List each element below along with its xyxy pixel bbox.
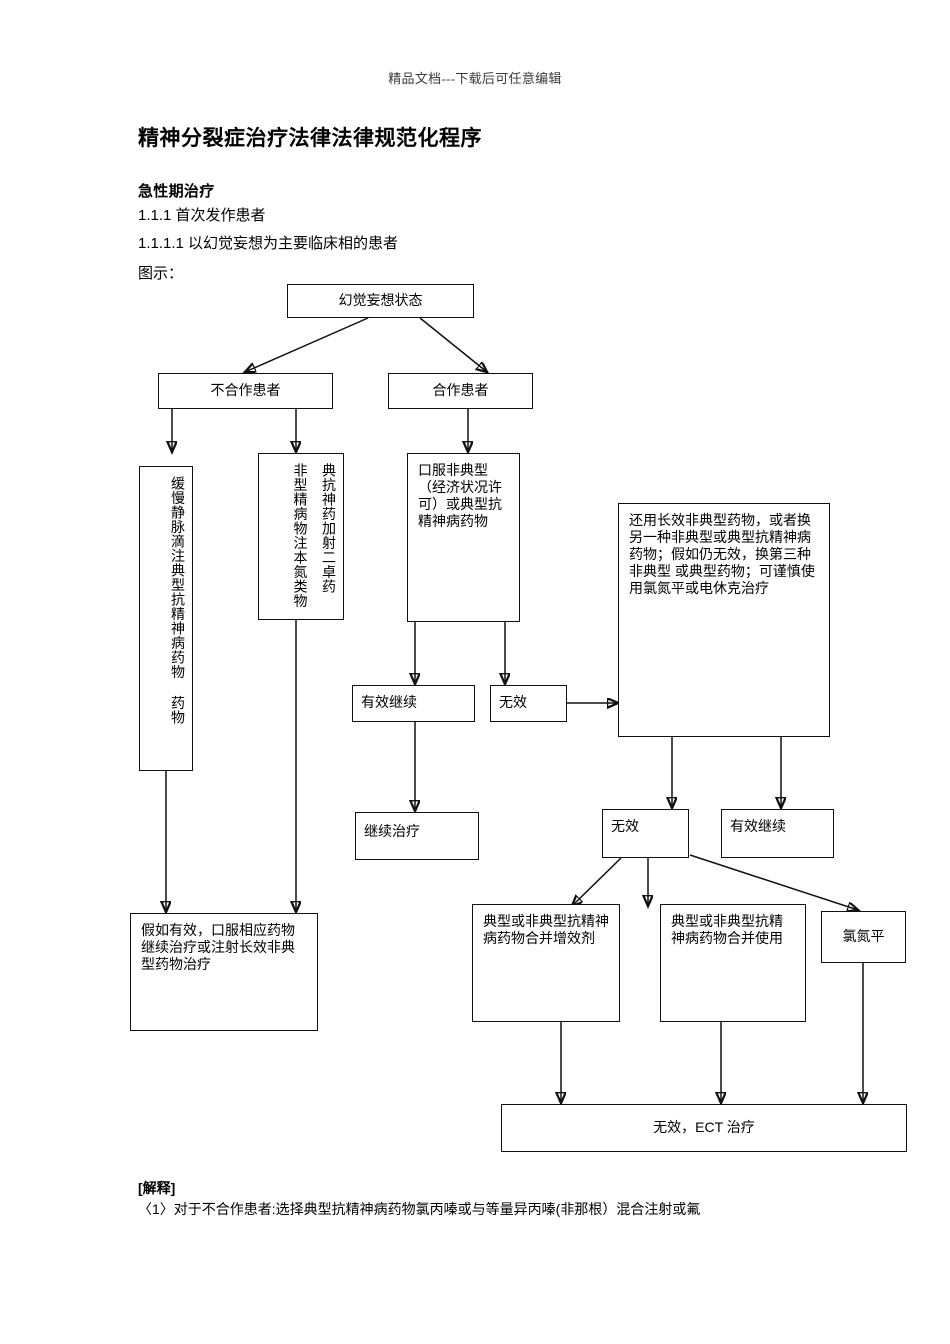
node-combine-with-booster: 典型或非典型抗精神病药物合并增效剂	[472, 904, 620, 1022]
node-label: 典型或非典型抗精神病药物合并使用	[671, 913, 783, 947]
node-effective-continue-1: 有效继续	[352, 685, 475, 722]
node-ineffective-2: 无效	[602, 809, 689, 858]
node-ect-treatment: 无效，ECT 治疗	[501, 1104, 907, 1152]
node-if-effective-oral-continue: 假如有效，口服相应药物继续治疗或注射长效非典型药物治疗	[130, 913, 318, 1031]
node-clozapine: 氯氮平	[821, 911, 906, 963]
node-label: 还用长效非典型药物，或者换另一种非典型或典型抗精神病药物；假如仍无效，换第三种非…	[629, 512, 815, 597]
node-label: 幻觉妄想状态	[338, 292, 423, 309]
node-continue-treatment: 继续治疗	[355, 812, 479, 860]
node-slow-iv-typical-antipsychotic: 缓慢静脉滴注典型抗精神病药物 药物	[139, 466, 193, 771]
page-watermark: 精品文档---下载后可任意编辑	[388, 71, 562, 86]
node-label: 无效	[499, 694, 527, 710]
notes-item-1: 〈1〉对于不合作患者:选择典型抗精神病药物氯丙嗪或与等量异丙嗪(非那根）混合注射…	[138, 1201, 701, 1217]
node-label: 缓慢静脉滴注典型抗精神病药物 药物	[170, 476, 186, 725]
notes-heading: [解释]	[138, 1180, 176, 1196]
node-atypical-im-injection: 典抗神药加射二卓药 非型精病物注本氮类物	[258, 453, 344, 620]
node-switch-strategy: 还用长效非典型药物，或者换另一种非典型或典型抗精神病药物；假如仍无效，换第三种非…	[618, 503, 830, 737]
node-label: 不合作患者	[210, 382, 281, 399]
node-uncooperative-patient: 不合作患者	[158, 373, 333, 409]
node-label-column-right: 典抗神药加射二卓药	[321, 463, 337, 594]
outline-line-1: 1.1.1 首次发作患者	[138, 207, 266, 224]
page-title: 精神分裂症治疗法律法律规范化程序	[138, 127, 482, 150]
node-label: 继续治疗	[364, 823, 420, 839]
node-label: 合作患者	[432, 382, 489, 399]
outline-line-2: 1.1.1.1 以幻觉妄想为主要临床相的患者	[138, 235, 399, 252]
node-label: 氯氮平	[842, 928, 885, 945]
outline-line-3: 图示：	[138, 265, 184, 282]
node-label: 无效	[611, 818, 639, 834]
node-cooperative-patient: 合作患者	[388, 373, 533, 409]
node-effective-continue-2: 有效继续	[721, 809, 834, 858]
node-combine-use: 典型或非典型抗精神病药物合并使用	[660, 904, 806, 1022]
node-label: 有效继续	[730, 818, 786, 834]
node-label: 口服非典型（经济状况许可）或典型抗精神病药物	[418, 462, 502, 530]
node-label: 有效继续	[361, 694, 417, 710]
node-label-column-left: 非型精病物注本氮类物	[292, 463, 309, 608]
node-hallucination-delusion-state: 幻觉妄想状态	[287, 284, 474, 318]
node-label: 典型或非典型抗精神病药物合并增效剂	[483, 913, 609, 947]
node-label: 假如有效，口服相应药物继续治疗或注射长效非典型药物治疗	[141, 922, 295, 973]
section-heading: 急性期治疗	[138, 183, 215, 200]
node-ineffective-1: 无效	[490, 685, 567, 722]
node-label: 无效，ECT 治疗	[653, 1119, 755, 1136]
node-oral-atypical-antipsychotic: 口服非典型（经济状况许可）或典型抗精神病药物	[407, 453, 520, 622]
